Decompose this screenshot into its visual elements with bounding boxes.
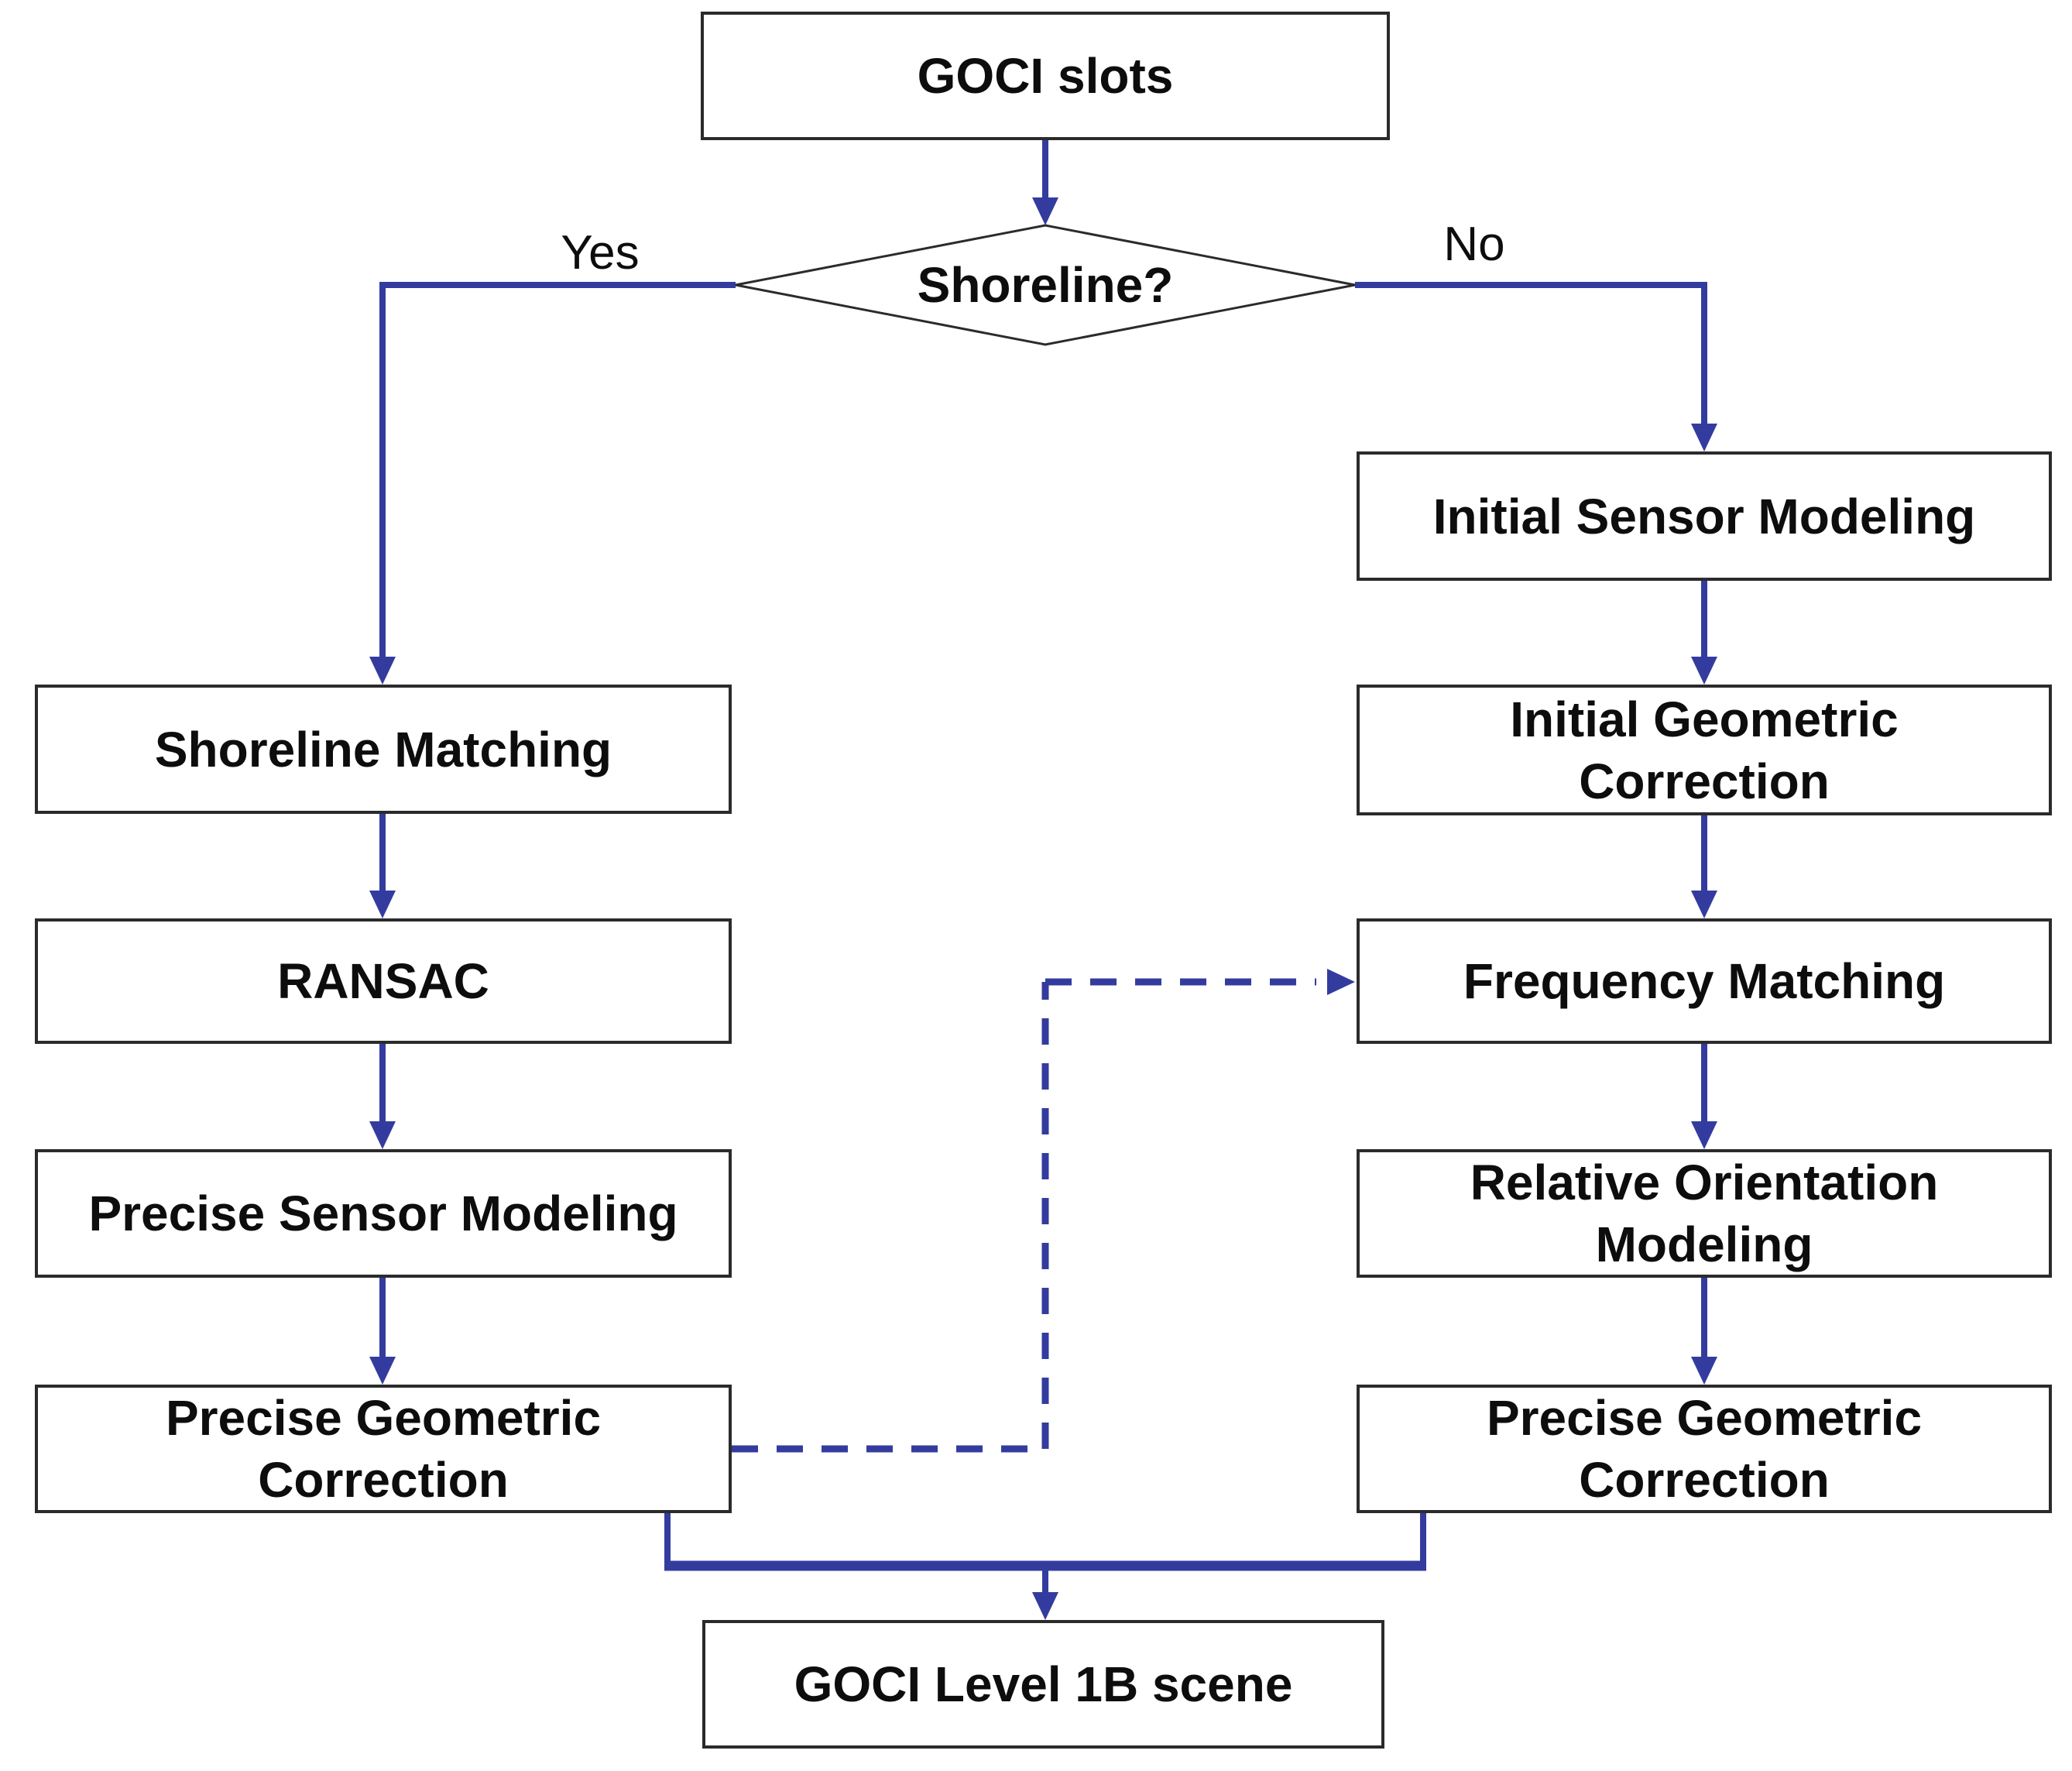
arrowhead-into-frequency-matching [1691, 891, 1717, 918]
node-frequency-matching: Frequency Matching [1357, 918, 2052, 1044]
node-initial-sensor-modeling: Initial Sensor Modeling [1357, 451, 2052, 581]
solid-edges [379, 140, 1707, 1597]
arrowheads [369, 197, 1717, 1620]
node-precise-geometric-correction-right: Precise Geometric Correction [1357, 1385, 2052, 1513]
edge-decision-initialsensormodeling [1355, 282, 1707, 431]
arrowhead-into-precise-geo-left [369, 1357, 396, 1385]
arrowhead-into-initial-geometric-correction [1691, 657, 1717, 685]
node-goci-level-1b-scene: GOCI Level 1B scene [702, 1620, 1384, 1749]
arrowhead-into-decision [1032, 197, 1058, 225]
arrowhead-into-shoreline-matching [369, 657, 396, 685]
node-shoreline-matching: Shoreline Matching [35, 685, 732, 814]
node-precise-sensor-modeling: Precise Sensor Modeling [35, 1149, 732, 1278]
arrowhead-into-goci-level1b [1032, 1592, 1058, 1620]
arrowhead-into-precise-sensor-modeling [369, 1121, 396, 1149]
node-initial-geometric-correction: Initial Geometric Correction [1357, 685, 2052, 815]
decision-shoreline-label: Shoreline? [917, 257, 1174, 313]
arrowhead-into-ransac [369, 891, 396, 918]
branch-label-yes: Yes [561, 225, 640, 280]
arrowhead-into-relative-orientation [1691, 1121, 1717, 1149]
arrowhead-dashed-into-frequency-matching [1327, 969, 1355, 995]
arrowhead-into-precise-geo-right [1691, 1357, 1717, 1385]
node-ransac: RANSAC [35, 918, 732, 1044]
dashed-edge [732, 978, 1316, 1453]
node-goci-slots: GOCI slots [701, 12, 1390, 140]
node-precise-geometric-correction-left: Precise Geometric Correction [35, 1385, 732, 1513]
edge-decision-shorelinematching [379, 282, 736, 664]
decision-diamond-shape [735, 224, 1356, 346]
arrowhead-into-initial-sensor-modeling [1691, 424, 1717, 451]
branch-label-no: No [1443, 217, 1505, 271]
node-relative-orientation-modeling: Relative Orientation Modeling [1357, 1149, 2052, 1278]
